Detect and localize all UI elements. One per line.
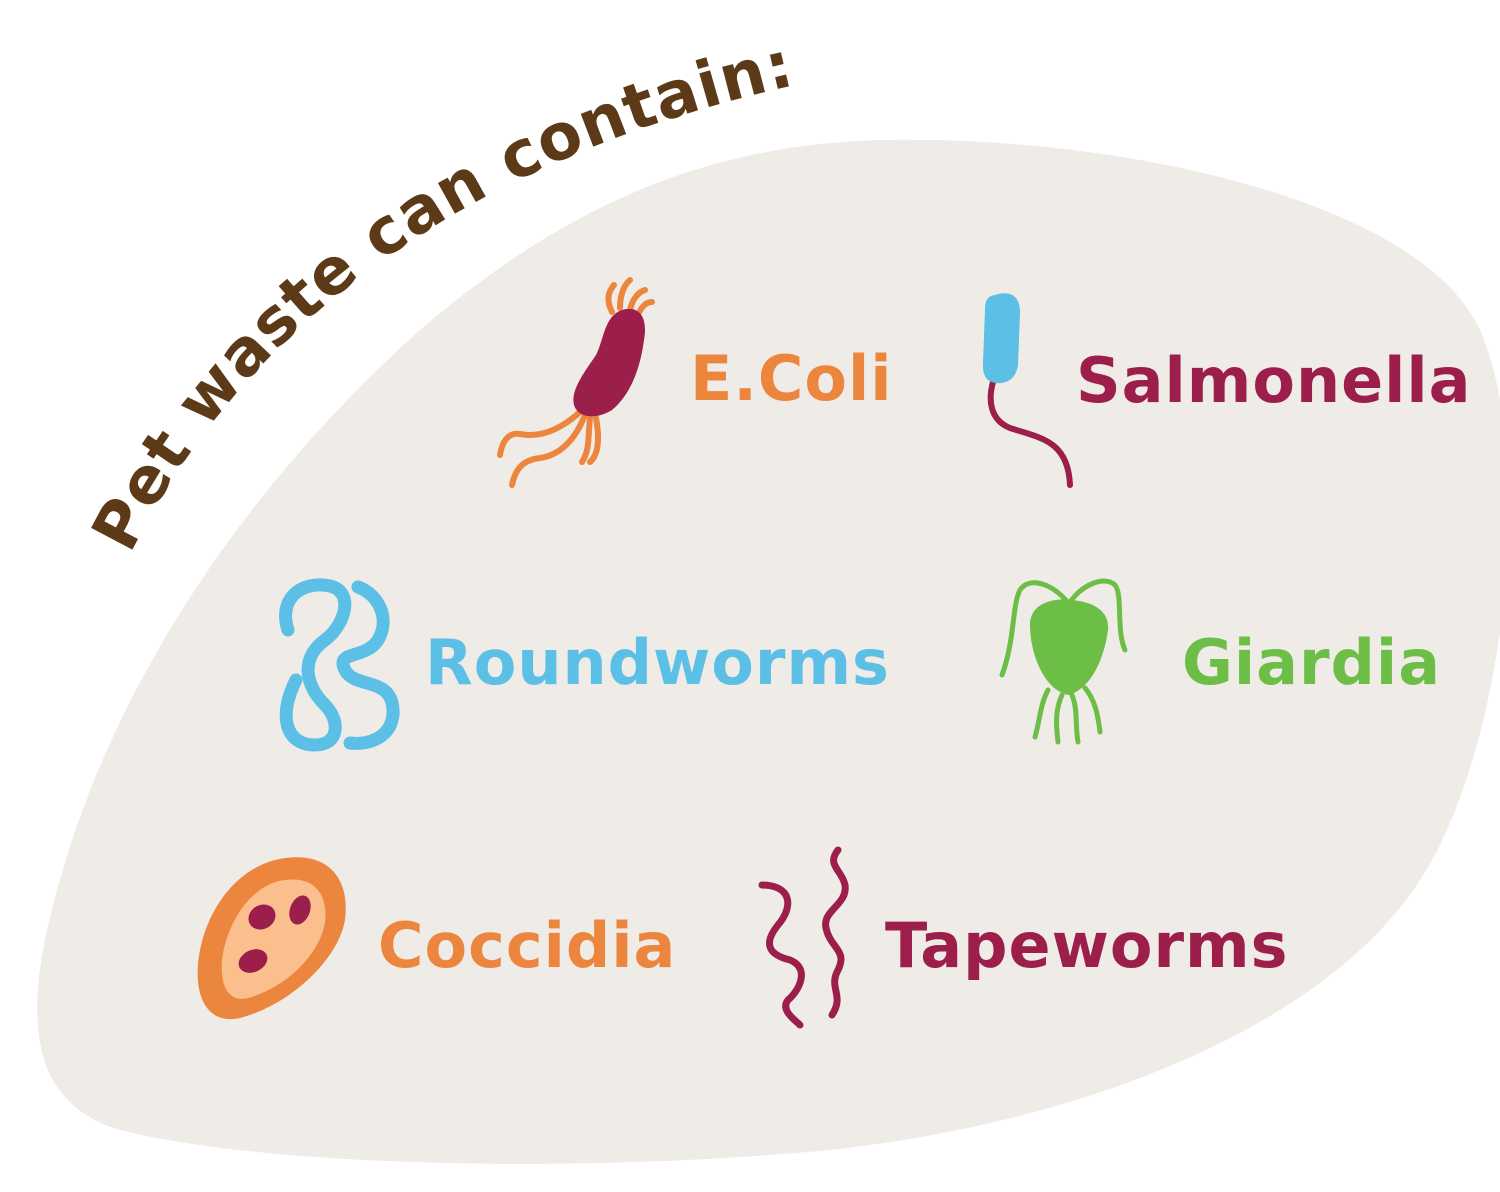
ecoli-body [573, 308, 646, 417]
label-giardia: Giardia [1182, 626, 1442, 699]
label-ecoli: E.Coli [690, 342, 893, 415]
background-blob [37, 139, 1500, 1164]
giardia-icon [999, 578, 1128, 745]
label-salmonella: Salmonella [1076, 344, 1472, 417]
label-roundworms: Roundworms [425, 626, 890, 699]
salmonella-tail [987, 379, 1073, 488]
label-tapeworms: Tapeworms [885, 909, 1289, 982]
roundworm-icon [279, 578, 400, 752]
tapeworm-icon [758, 846, 849, 1029]
salmonella-body [982, 293, 1020, 384]
coccidia-icon [197, 857, 346, 1020]
ecoli-icon [497, 277, 655, 488]
label-coccidia: Coccidia [378, 909, 677, 982]
